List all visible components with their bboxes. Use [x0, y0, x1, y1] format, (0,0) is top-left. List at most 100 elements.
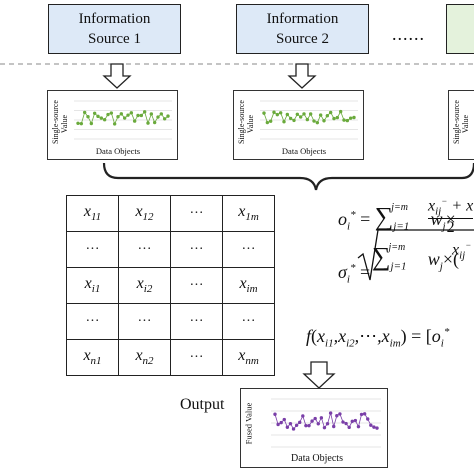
matrix-cell: x1m [222, 195, 275, 232]
series-point [109, 111, 114, 115]
series-point [99, 116, 104, 120]
series-segment [320, 417, 325, 428]
matrix-cell: x12 [118, 195, 171, 232]
mini-plot-2 [260, 100, 358, 140]
matrix-cell: xn2 [118, 339, 171, 376]
fused-value-chart: Fused Value Data Objects [240, 388, 388, 468]
series-point [356, 424, 361, 429]
series-point [362, 412, 367, 416]
information-source-2: Information Source 2 [236, 4, 369, 54]
matrix-cell: xi1 [66, 267, 119, 304]
series-point [288, 421, 293, 426]
matrix-cell: ··· [66, 231, 119, 268]
series-point [332, 424, 336, 429]
matrix-cell: xim [222, 267, 275, 304]
matrix-row: ············ [66, 303, 275, 340]
series-point [328, 411, 333, 415]
series-point [166, 114, 170, 118]
series-point [352, 115, 356, 120]
information-source-m [446, 4, 474, 54]
matrix-cell: ··· [170, 267, 223, 304]
series-point [268, 119, 273, 123]
matrix-cell: xn1 [66, 339, 119, 376]
information-source-1: Information Source 1 [48, 4, 181, 54]
series-point [275, 112, 280, 117]
source-2-line1: Information [266, 11, 339, 27]
series-point [302, 112, 306, 116]
series-point [278, 111, 283, 115]
series-point [282, 417, 286, 422]
series-point [262, 111, 266, 115]
mini-xlabel-1: Data Objects [95, 146, 141, 156]
series-point [304, 423, 308, 428]
series-point [305, 117, 310, 122]
equation-fused-value: oi* = ∑j=1j=m wj× [338, 202, 456, 233]
series-point [89, 121, 94, 126]
output-label: Output [180, 396, 225, 413]
matrix-cell: ··· [170, 339, 223, 376]
series-point [335, 115, 340, 120]
series-point [325, 422, 330, 426]
mini-xlabel-2: Data Objects [281, 146, 327, 156]
matrix-cell: ··· [222, 303, 275, 340]
series-segment [330, 413, 335, 427]
matrix-cell: ··· [118, 231, 171, 268]
arrow-down-1 [102, 63, 132, 89]
series-point [341, 420, 345, 424]
matrix-cell: x11 [66, 195, 119, 232]
series-point [315, 120, 320, 125]
output-plot [271, 398, 381, 448]
series-segment [110, 112, 116, 125]
series-segment [333, 415, 338, 427]
matrix-cell: ··· [222, 231, 275, 268]
series-point [273, 412, 277, 416]
series-point [265, 120, 270, 125]
arrow-down-output [302, 361, 336, 389]
series-point [375, 426, 379, 430]
series-point [96, 114, 100, 119]
series-point [335, 414, 339, 418]
series-point [372, 425, 376, 429]
matrix-cell: ··· [118, 303, 171, 340]
matrix-cell: ··· [66, 303, 119, 340]
series-segment [144, 111, 149, 124]
equation-deviation: σi* = [338, 262, 371, 286]
matrix-cell: ··· [170, 195, 223, 232]
series-point [146, 121, 150, 125]
source-1-line2: Source 1 [88, 31, 141, 47]
sqrt-sign [357, 229, 474, 281]
equation-deviation-sum: ∑j=1j=m wj×( [372, 242, 460, 273]
mini-plot-1 [74, 100, 172, 140]
output-xlabel: Data Objects [291, 453, 343, 464]
source-2-line2: Source 2 [276, 31, 329, 47]
series-point [312, 119, 316, 123]
series-segment [274, 414, 279, 425]
sources-ellipsis: ...... [392, 24, 425, 44]
series-point [129, 111, 134, 115]
arrow-down-2 [287, 63, 317, 89]
matrix-cell: ··· [170, 303, 223, 340]
series-point [276, 422, 280, 427]
brace [102, 162, 474, 191]
series-point [319, 416, 324, 420]
series-point [359, 412, 364, 417]
equation-fraction: xij− + x 2 [428, 196, 474, 236]
matrix-cell: ··· [170, 231, 223, 268]
equation-deviation-frac: xij− [452, 240, 472, 262]
series-segment [302, 415, 307, 426]
series-point [301, 414, 305, 418]
series-segment [90, 113, 96, 124]
series-point [313, 416, 317, 421]
source-1-line1: Information [78, 11, 151, 27]
matrix-cell: xnm [222, 339, 275, 376]
